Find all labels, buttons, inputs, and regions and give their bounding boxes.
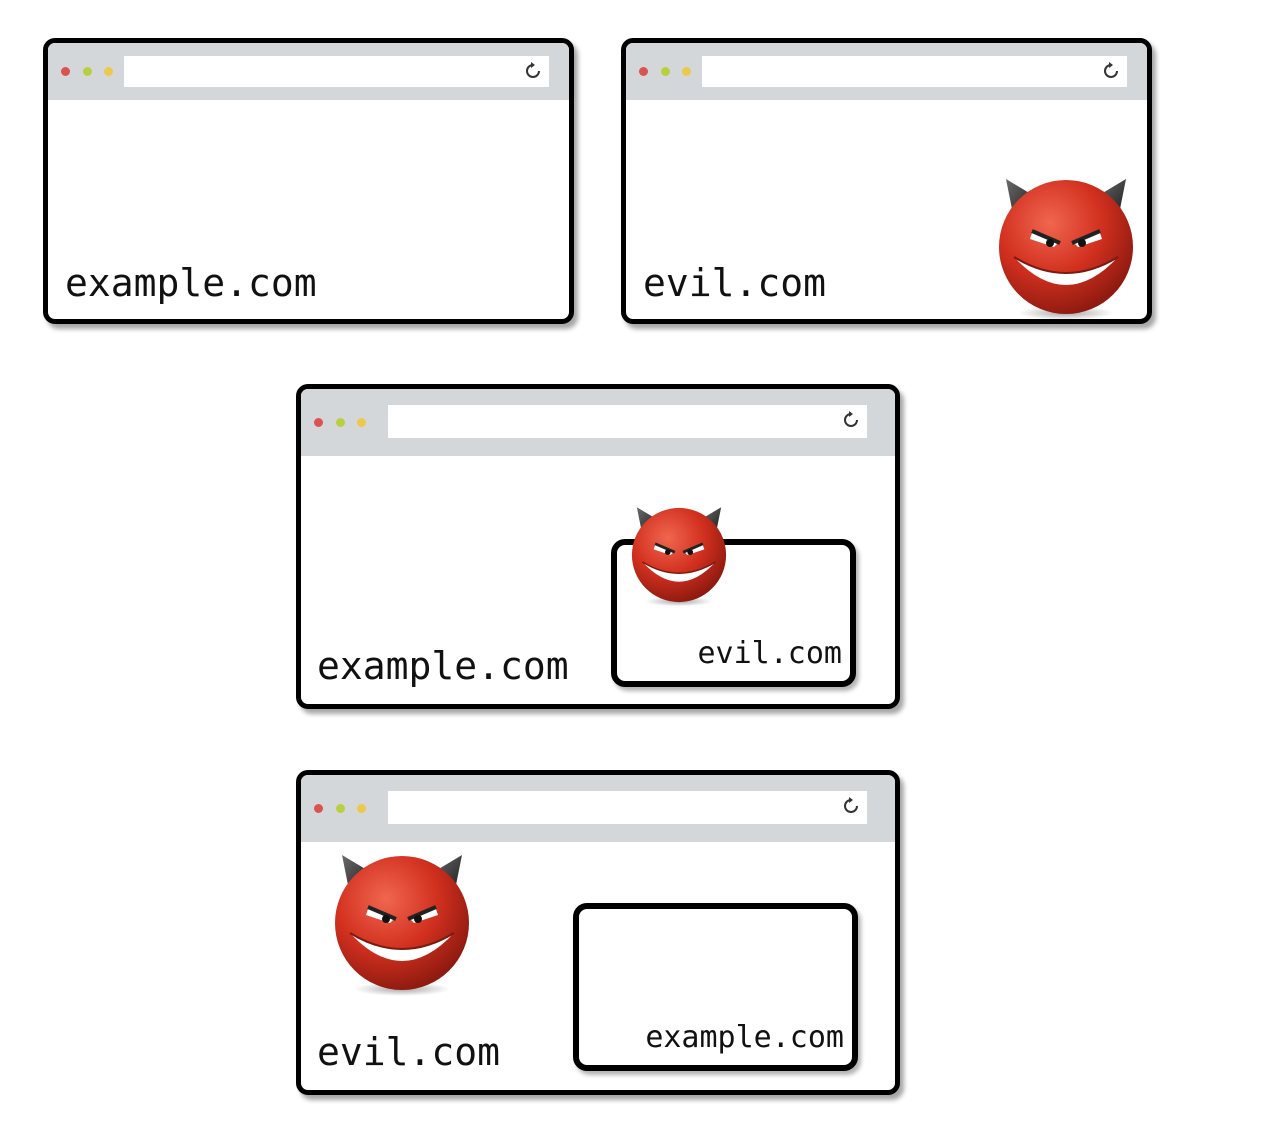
browser-window-4: example.com evil.com bbox=[296, 770, 900, 1095]
window-close-dot bbox=[314, 804, 323, 813]
window-close-dot bbox=[314, 418, 323, 427]
reload-icon[interactable] bbox=[841, 796, 861, 816]
browser-window-1: example.com bbox=[43, 38, 574, 324]
window-maximize-dot bbox=[83, 67, 92, 76]
address-bar[interactable] bbox=[124, 56, 549, 87]
browser-window-3: evil.com example.com bbox=[296, 384, 900, 709]
iframe-origin-label: evil.com bbox=[697, 636, 843, 671]
embedded-iframe[interactable]: evil.com bbox=[611, 539, 856, 687]
window-close-dot bbox=[639, 67, 648, 76]
address-bar[interactable] bbox=[388, 791, 867, 824]
reload-icon[interactable] bbox=[523, 61, 543, 81]
page-origin-label: example.com bbox=[65, 261, 317, 305]
window-minimize-dot bbox=[357, 418, 366, 427]
browser-toolbar bbox=[626, 43, 1147, 100]
iframe-origin-label: example.com bbox=[645, 1020, 844, 1055]
page-origin-label: evil.com bbox=[643, 261, 827, 305]
window-maximize-dot bbox=[336, 418, 345, 427]
window-close-dot bbox=[61, 67, 70, 76]
devil-face-icon bbox=[630, 505, 728, 607]
window-minimize-dot bbox=[682, 67, 691, 76]
devil-face-icon bbox=[997, 177, 1135, 319]
embedded-iframe[interactable]: example.com bbox=[573, 903, 858, 1071]
window-maximize-dot bbox=[661, 67, 670, 76]
address-bar[interactable] bbox=[702, 56, 1127, 87]
window-minimize-dot bbox=[104, 67, 113, 76]
reload-icon[interactable] bbox=[1101, 61, 1121, 81]
browser-toolbar bbox=[301, 775, 895, 842]
browser-toolbar bbox=[48, 43, 569, 100]
reload-icon[interactable] bbox=[841, 410, 861, 430]
window-maximize-dot bbox=[336, 804, 345, 813]
address-bar[interactable] bbox=[388, 405, 867, 438]
page-origin-label: example.com bbox=[317, 644, 569, 688]
page-origin-label: evil.com bbox=[317, 1030, 501, 1074]
window-minimize-dot bbox=[357, 804, 366, 813]
browser-toolbar bbox=[301, 389, 895, 456]
browser-window-2: evil.com bbox=[621, 38, 1152, 324]
devil-face-icon bbox=[333, 853, 471, 997]
